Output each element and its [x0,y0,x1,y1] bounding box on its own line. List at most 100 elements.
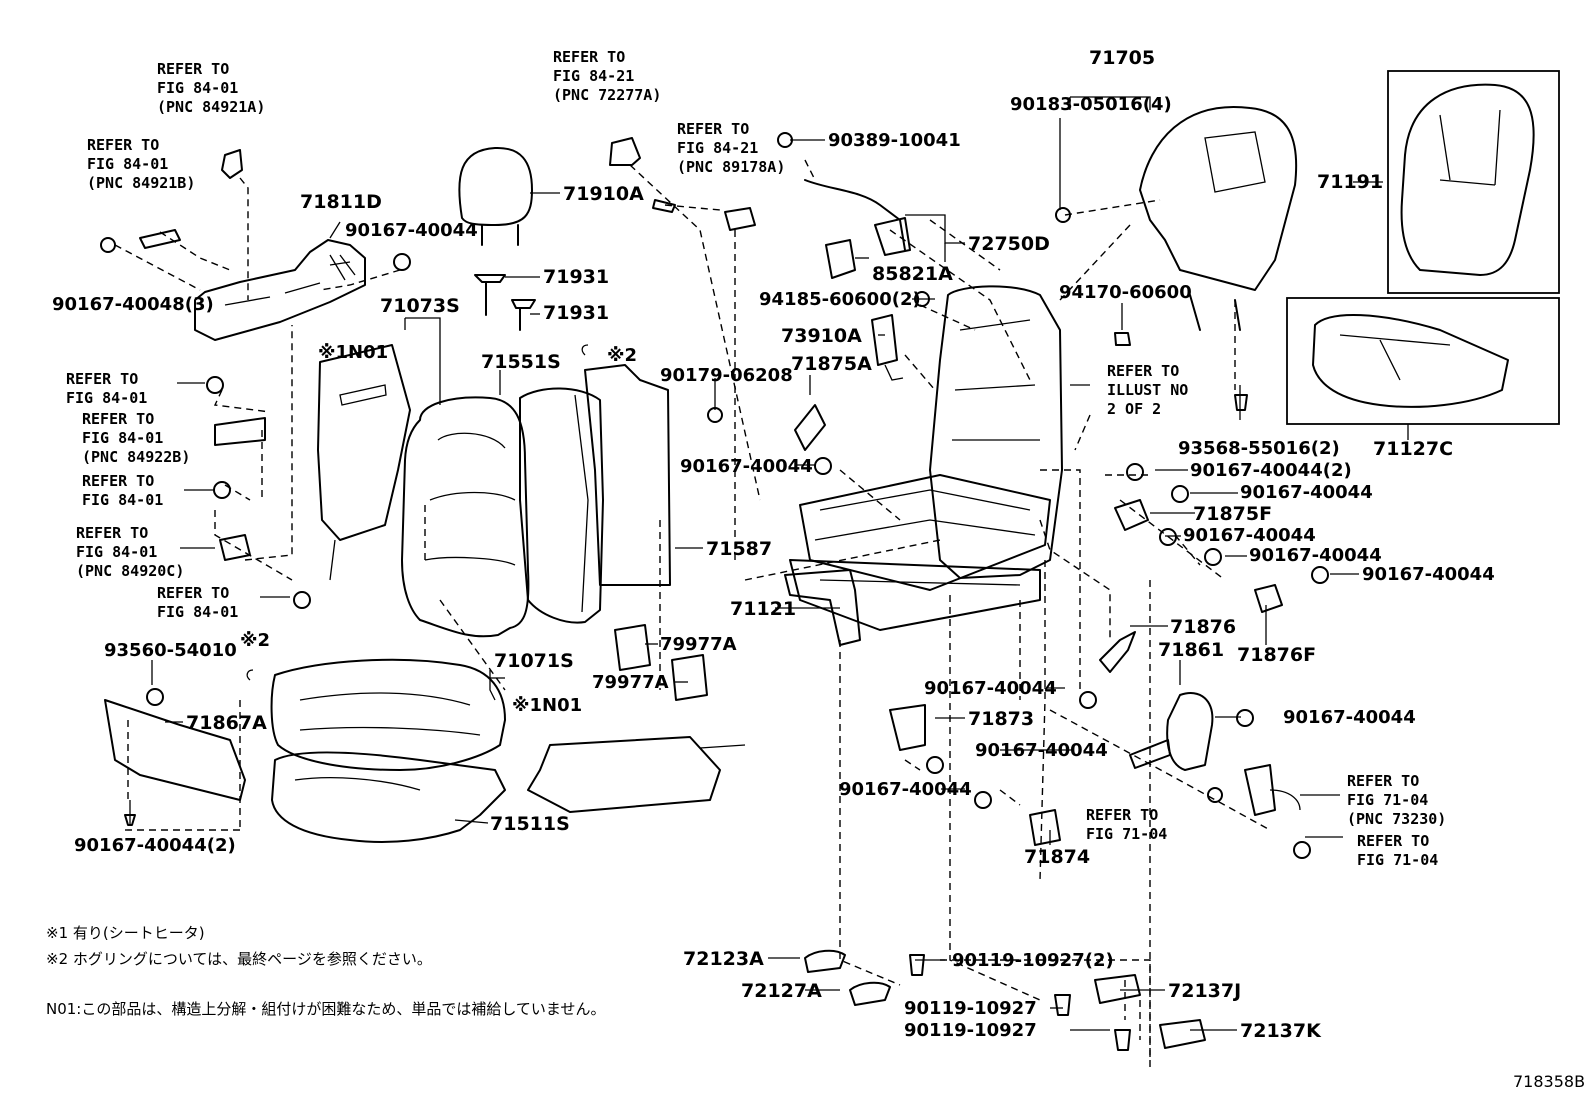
label-71705[interactable]: 71705 [1089,47,1156,69]
bolt-90119-10927-b [1114,1029,1131,1051]
ref-fig84-21-89178A[interactable]: REFER TO FIG 84-21 (PNC 89178A) [677,120,786,176]
label-71931-a[interactable]: 71931 [543,266,610,288]
label-90167-40044-d[interactable]: 90167-40044 [1183,525,1316,546]
ref-fig84-01-84921B[interactable]: REFER TO FIG 84-01 (PNC 84921B) [87,136,196,192]
label-n01-seat[interactable]: ※1N01 [512,695,583,716]
label-71071S[interactable]: 71071S [494,650,574,672]
label-72127A[interactable]: 72127A [741,980,822,1002]
label-90167-40044-a[interactable]: 90167-40044 [345,220,478,241]
screw-90167-40044-i [974,791,992,809]
label-71876[interactable]: 71876 [1170,616,1237,638]
label-hog-ring-b[interactable]: ※2 [240,630,271,651]
ref-fig84-21-72277A[interactable]: REFER TO FIG 84-21 (PNC 72277A) [553,48,662,104]
screw-90167-40048 [100,237,116,253]
label-71874[interactable]: 71874 [1024,846,1091,868]
label-90167-40044-i[interactable]: 90167-40044 [839,779,972,800]
ref-fig84-01-b[interactable]: REFER TO FIG 84-01 [82,472,164,509]
seatback-cover-71073S [401,396,530,638]
knob-71876F [1254,584,1283,613]
label-71587[interactable]: 71587 [706,538,773,560]
label-90119-10927-b[interactable]: 90119-10927 [904,1020,1037,1041]
label-79977A-b[interactable]: 79977A [592,672,669,693]
label-94170-60600[interactable]: 94170-60600 [1059,282,1192,303]
seatback-pad-71551S [519,387,604,624]
label-71873[interactable]: 71873 [968,708,1035,730]
label-71867A[interactable]: 71867A [186,712,267,734]
switch-85821A [825,239,856,279]
screw-90167-40044-c [1171,485,1189,503]
label-71073S[interactable]: 71073S [380,295,460,317]
label-72123A[interactable]: 72123A [683,948,764,970]
label-90167-40044-j[interactable]: 90167-40044 [1283,707,1416,728]
label-71121[interactable]: 71121 [730,598,797,620]
label-90167-40048-3[interactable]: 90167-40048(3) [52,294,214,315]
label-90119-10927-2[interactable]: 90119-10927(2) [952,950,1114,971]
label-73910A[interactable]: 73910A [781,325,862,347]
label-72137K[interactable]: 72137K [1240,1020,1321,1042]
cover-72127A [849,981,891,1006]
label-90167-40044-g[interactable]: 90167-40044 [924,678,1057,699]
label-hog-ring-a[interactable]: ※2 [607,345,638,366]
ref-fig71-04-b[interactable]: REFER TO FIG 71-04 [1357,832,1439,869]
ref-illust-2-of-2[interactable]: REFER TO ILLUST NO 2 OF 2 [1107,362,1189,418]
label-93568-55016-2[interactable]: 93568-55016(2) [1178,438,1340,459]
label-90167-40044-h[interactable]: 90167-40044 [975,740,1108,761]
ref-fig71-04-a[interactable]: REFER TO FIG 71-04 [1086,806,1168,843]
ref-fig84-01-84920C[interactable]: REFER TO FIG 84-01 (PNC 84920C) [76,524,185,580]
label-71811D[interactable]: 71811D [300,191,382,213]
label-72137J[interactable]: 72137J [1168,980,1242,1002]
label-90179-06208[interactable]: 90179-06208 [660,365,793,386]
nut-90389-10041 [777,132,793,148]
label-71551S[interactable]: 71551S [481,351,561,373]
ref-fig84-01-c[interactable]: REFER TO FIG 84-01 [157,584,239,621]
label-90389-10041[interactable]: 90389-10041 [828,130,961,151]
guide-71931-b [511,299,536,331]
bracket-71874 [1029,809,1061,846]
bracket-84922B [214,417,266,446]
ref-fig84-01-a[interactable]: REFER TO FIG 84-01 [66,370,148,407]
ref-fig84-01-84921A[interactable]: REFER TO FIG 84-01 (PNC 84921A) [157,60,266,116]
label-72750D[interactable]: 72750D [968,233,1050,255]
cushion-cover-inset-frame [1286,297,1560,425]
label-90167-40044-e[interactable]: 90167-40044 [1249,545,1382,566]
label-90183-05016-4[interactable]: 90183-05016(4) [1010,94,1172,115]
label-90167-40044-2[interactable]: 90167-40044(2) [1190,460,1352,481]
nut-fig71-04-a [1207,787,1223,803]
label-90167-40044-f[interactable]: 90167-40044 [1362,564,1495,585]
lever-71876 [1099,631,1136,673]
label-94185-60600-2[interactable]: 94185-60600(2) [759,289,921,310]
label-71191[interactable]: 71191 [1317,171,1384,193]
cover-71875F [1114,499,1149,531]
screw-90167-40044-a [393,253,411,271]
label-79977A-a[interactable]: 79977A [660,634,737,655]
label-71910A[interactable]: 71910A [563,183,644,205]
screw-90167-40044-h [926,756,944,774]
label-71875F[interactable]: 71875F [1193,503,1273,525]
pad-79977A-b [671,654,708,701]
screw-90167-40044-b [814,457,832,475]
label-85821A[interactable]: 85821A [872,263,953,285]
clip-72277A [609,137,641,166]
screw-90167-40044-3 [124,814,136,826]
label-90167-40044-2-bottom[interactable]: 90167-40044(2) [74,835,236,856]
label-71876F[interactable]: 71876F [1237,644,1317,666]
pad-79977A-a [614,624,651,671]
note-seat-heater: ※1 有り(シートヒータ) [46,924,205,942]
label-71511S[interactable]: 71511S [490,813,570,835]
label-93560-54010[interactable]: 93560-54010 [104,640,237,661]
label-71861[interactable]: 71861 [1158,639,1225,661]
front-trim-71867A [104,699,246,801]
module-73910A [871,314,898,366]
ref-fig71-04-73230[interactable]: REFER TO FIG 71-04 (PNC 73230) [1347,772,1447,828]
label-71875A[interactable]: 71875A [791,353,872,375]
label-90167-40044-c[interactable]: 90167-40044 [1240,482,1373,503]
label-90119-10927-a[interactable]: 90119-10927 [904,998,1037,1019]
label-71127C[interactable]: 71127C [1373,438,1454,460]
screw-fig84-01-c [293,591,311,609]
label-n01-back[interactable]: ※1N01 [318,342,389,363]
label-90167-40044-b[interactable]: 90167-40044 [680,456,813,477]
screw-90167-40044-2 [1126,463,1144,481]
screw-fig84-01-a [206,376,224,394]
label-71931-b[interactable]: 71931 [543,302,610,324]
ref-fig84-01-84922B[interactable]: REFER TO FIG 84-01 (PNC 84922B) [82,410,191,466]
